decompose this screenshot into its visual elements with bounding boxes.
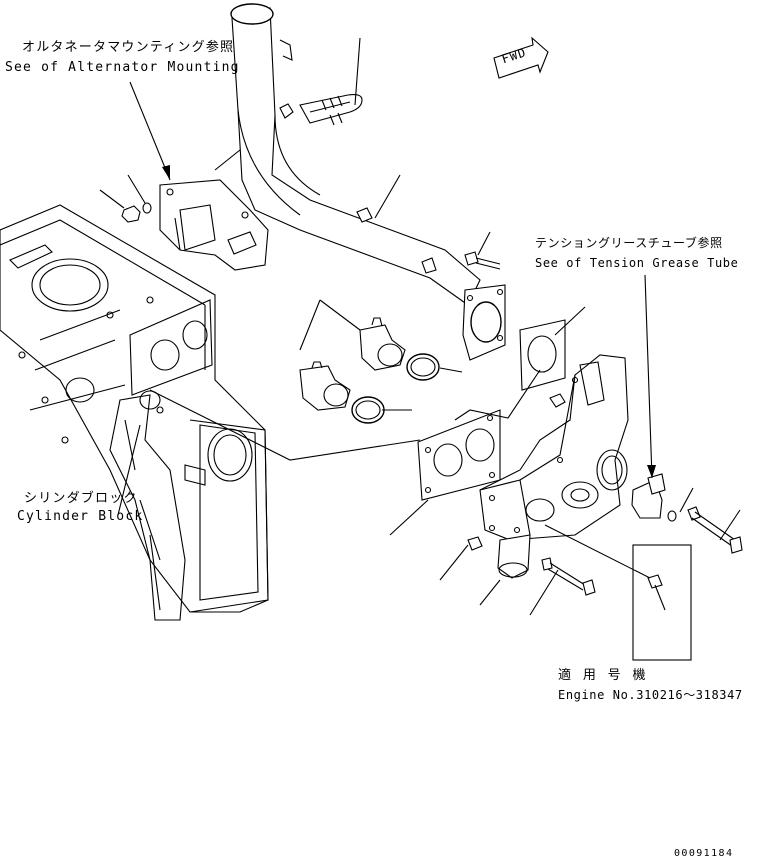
water-pipe — [230, 3, 506, 361]
applicable-engine-label-jp: 適 用 号 機 — [558, 668, 648, 683]
alternator-mounting-label-en: See of Alternator Mounting — [5, 60, 240, 75]
leader-lines — [99, 37, 741, 616]
fwd-arrow-icon — [493, 36, 549, 79]
alternator-bracket — [121, 179, 269, 271]
cylinder-block-label-en: Cylinder Block — [17, 509, 144, 524]
drawing-number: 00091184 — [674, 848, 734, 859]
gaskets — [417, 319, 566, 501]
applicable-part-box — [632, 544, 692, 661]
thermostat-housing — [467, 354, 743, 596]
tension-grease-tube-label-jp: テンショングリースチューブ参照 — [535, 236, 723, 250]
thermostats — [299, 317, 440, 424]
cylinder-block-label-jp: シリンダブロック — [24, 491, 138, 506]
cylinder-block — [0, 204, 269, 621]
alternator-mounting-label-jp: オルタネータマウンティング参照 — [22, 40, 235, 55]
applicable-engine-number: Engine No.310216～318347 — [558, 688, 743, 702]
tension-grease-tube-label-en: See of Tension Grease Tube — [535, 256, 739, 270]
